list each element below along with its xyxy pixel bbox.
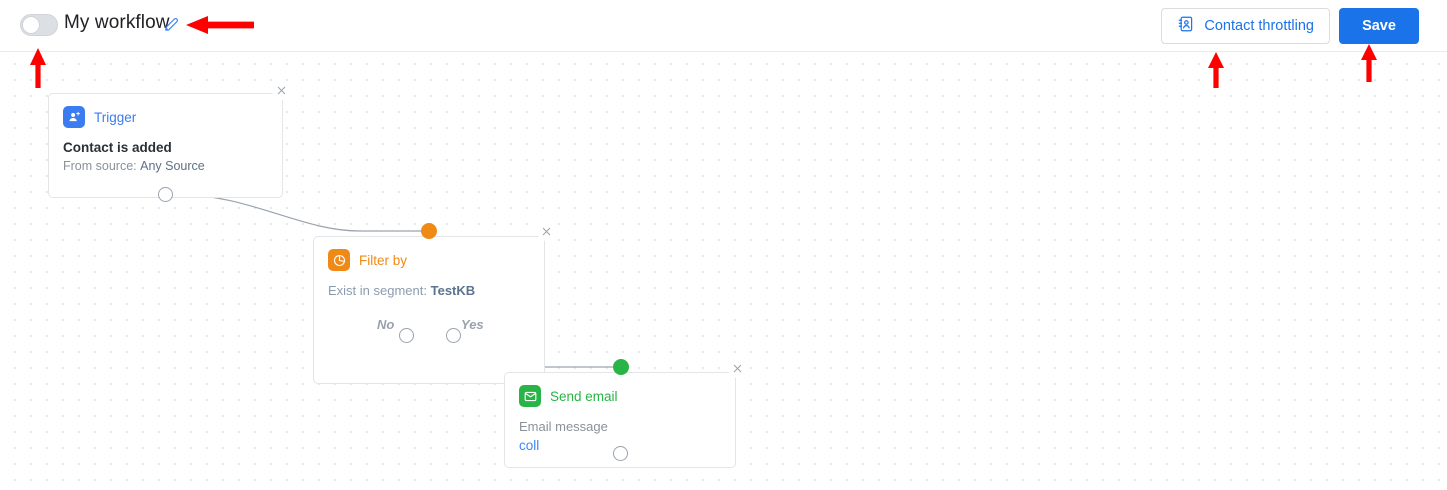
node-trigger-source-prefix: From source: — [63, 159, 137, 173]
node-filter-input-port[interactable] — [421, 223, 437, 239]
contact-add-icon — [63, 106, 85, 128]
node-trigger-source-value: Any Source — [140, 159, 205, 173]
node-send-email-body: Email message coll — [519, 419, 721, 453]
node-filter-detail-prefix: Exist in segment: — [328, 283, 427, 298]
node-send-email-detail: Email message — [519, 419, 608, 434]
node-filter-detail: Exist in segment: TestKB — [328, 283, 530, 298]
node-trigger-body: Contact is added From source: Any Source — [63, 140, 268, 173]
node-filter-close-button[interactable] — [537, 222, 556, 241]
contact-book-icon — [1177, 15, 1195, 38]
node-trigger-output-port[interactable] — [158, 187, 173, 202]
node-filter-output-port-no[interactable] — [399, 328, 414, 343]
contact-throttling-label: Contact throttling — [1204, 18, 1314, 34]
save-button-label: Save — [1362, 18, 1396, 34]
node-filter-body: Exist in segment: TestKB — [328, 283, 530, 298]
node-filter-branch-yes-label: Yes — [461, 317, 484, 332]
node-send-email-input-port[interactable] — [613, 359, 629, 375]
page-title: My workflow — [64, 12, 170, 33]
edge-trigger-to-filter — [172, 193, 421, 232]
node-trigger-type: Trigger — [94, 109, 137, 125]
node-trigger-header: Trigger — [63, 106, 268, 128]
workflow-enabled-toggle[interactable] — [20, 14, 58, 36]
node-filter-output-port-yes[interactable] — [446, 328, 461, 343]
node-send-email-close-button[interactable] — [728, 359, 747, 378]
node-trigger-source: From source: Any Source — [63, 159, 268, 173]
node-trigger[interactable]: Trigger Contact is added From source: An… — [48, 93, 283, 198]
node-send-email-type: Send email — [550, 388, 618, 404]
node-send-email-link[interactable]: coll — [519, 438, 540, 453]
node-send-email-header: Send email — [519, 385, 721, 407]
workflow-canvas[interactable]: Trigger Contact is added From source: An… — [0, 53, 1447, 490]
node-trigger-title: Contact is added — [63, 140, 172, 155]
pencil-icon[interactable] — [163, 16, 180, 33]
node-filter-type: Filter by — [359, 252, 408, 268]
app-header: My workflow Contact throttling Save — [0, 0, 1447, 52]
toggle-knob — [22, 16, 40, 34]
node-send-email-output-port[interactable] — [613, 446, 628, 461]
segment-pie-icon — [328, 249, 350, 271]
node-filter[interactable]: Filter by Exist in segment: TestKB — [313, 236, 545, 384]
node-trigger-close-button[interactable] — [272, 81, 291, 100]
node-filter-detail-value: TestKB — [430, 283, 476, 298]
node-filter-branch-no-label: No — [377, 317, 395, 332]
node-filter-header: Filter by — [328, 249, 530, 271]
contact-throttling-button[interactable]: Contact throttling — [1161, 8, 1330, 44]
envelope-icon — [519, 385, 541, 407]
save-button[interactable]: Save — [1339, 8, 1419, 44]
